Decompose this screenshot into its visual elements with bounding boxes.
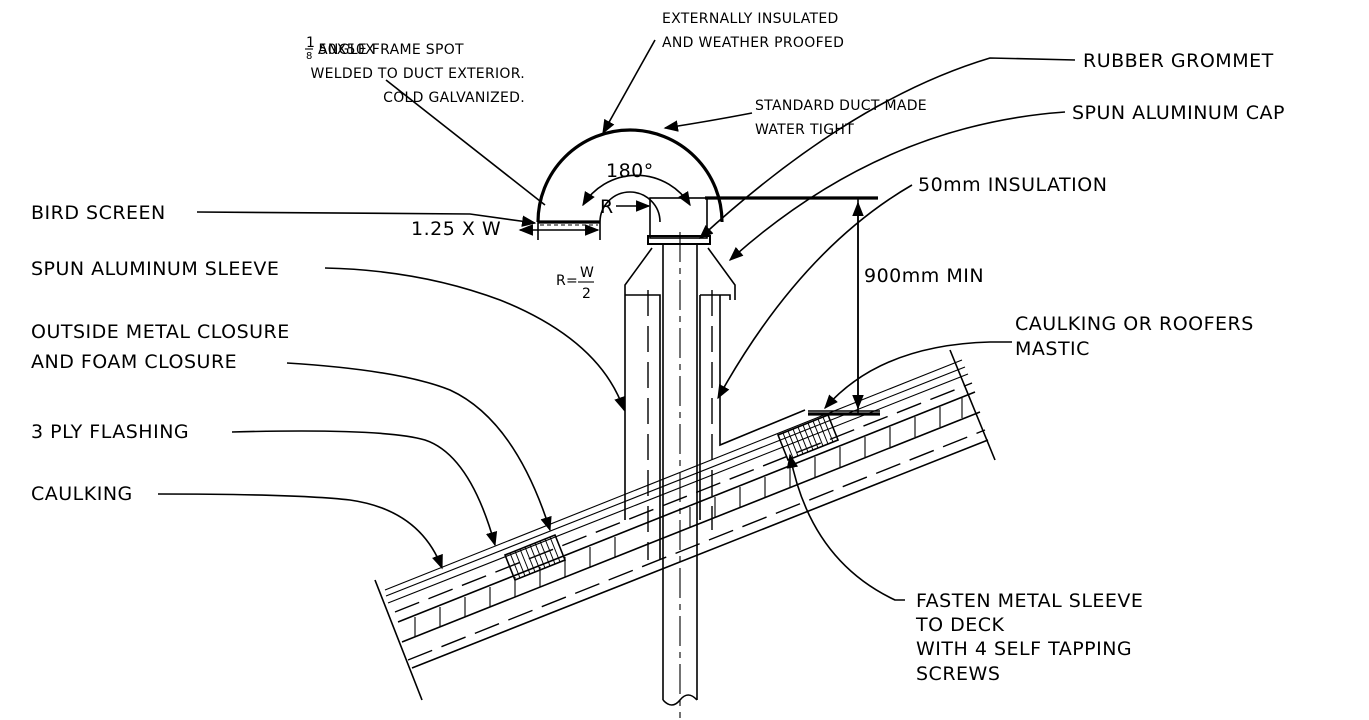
angle-arc <box>582 174 691 207</box>
radius-formula-denominator: 2 <box>582 286 591 302</box>
min-height-dimension: 900mm MIN <box>864 265 984 287</box>
leader-standard-duct <box>663 112 753 132</box>
foam-closure-left <box>503 533 567 582</box>
leader-externally-insulated <box>602 39 656 135</box>
label-fasten-sleeve-line3: WITH 4 SELF TAPPING <box>916 638 1132 660</box>
leader-lines <box>157 39 1076 601</box>
radius-formula: R= <box>556 273 578 289</box>
label-insulation: 50mm INSULATION <box>918 174 1107 196</box>
roof-assembly <box>374 349 996 701</box>
gooseneck-outer <box>536 128 724 223</box>
leader-angle-frame <box>385 79 546 206</box>
leader-flashing <box>231 430 498 547</box>
label-angle-frame-line1: 50X50X <box>318 42 375 58</box>
sleeve-right-wall <box>719 295 806 447</box>
duct-assembly <box>536 128 880 718</box>
label-angle-frame-line2: WELDED TO DUCT EXTERIOR. <box>310 66 525 82</box>
leader-caulking-mastic <box>824 341 1012 410</box>
label-spun-aluminum-sleeve: SPUN ALUMINUM SLEEVE <box>31 258 279 280</box>
dimensions: 180° R 1.25 X W R= W 2 900mm MIN <box>411 160 984 414</box>
label-externally-insulated-line1: EXTERNALLY INSULATED <box>662 11 839 27</box>
label-angle-frame-line1b: ANGLE FRAME SPOT <box>318 42 464 58</box>
label-angle-frame-fraction-num: 1 <box>306 35 315 51</box>
label-flashing: 3 PLY FLASHING <box>31 421 189 443</box>
label-outside-closure-line2: AND FOAM CLOSURE <box>31 351 237 373</box>
label-fasten-sleeve-line2: TO DECK <box>915 614 1005 636</box>
overhang-dimension: 1.25 X W <box>411 218 501 240</box>
foam-closure-right <box>776 413 840 462</box>
label-outside-closure-line1: OUTSIDE METAL CLOSURE <box>31 321 290 343</box>
label-fasten-sleeve-line1: FASTEN METAL SLEEVE <box>916 590 1143 612</box>
leader-outside-closure <box>286 362 552 532</box>
label-angle-frame-fraction-den: 8 <box>306 51 313 62</box>
spun-aluminum-cap <box>649 197 708 239</box>
leader-insulation <box>717 184 913 400</box>
leader-caulking <box>157 493 443 570</box>
leader-bird-screen <box>196 211 537 227</box>
label-rubber-grommet: RUBBER GROMMET <box>1083 50 1274 72</box>
label-spun-aluminum-cap: SPUN ALUMINUM CAP <box>1072 102 1285 124</box>
label-caulking-mastic-line1: CAULKING OR ROOFERS <box>1015 313 1254 335</box>
sleeve-left-wall <box>624 247 653 520</box>
label-fasten-sleeve-line4: SCREWS <box>916 663 1000 685</box>
deck-ticks <box>414 398 963 637</box>
leader-fasten-sleeve <box>786 453 905 601</box>
leader-spun-aluminum-sleeve <box>324 267 626 412</box>
label-caulking: CAULKING <box>31 483 133 505</box>
label-bird-screen: BIRD SCREEN <box>31 202 166 224</box>
label-externally-insulated-line2: AND WEATHER PROOFED <box>662 35 844 51</box>
annotations: 50X50X 1 8 ANGLE FRAME SPOT WELDED TO DU… <box>31 11 1285 685</box>
leader-spun-aluminum-cap <box>728 111 1066 261</box>
label-caulking-mastic-line2: MASTIC <box>1015 338 1090 360</box>
angle-dimension: 180° <box>606 160 654 182</box>
sleeve-cone-right <box>707 247 736 300</box>
label-standard-duct-line2: WATER TIGHT <box>755 122 854 138</box>
label-standard-duct-line1: STANDARD DUCT MADE <box>755 98 927 114</box>
leader-rubber-grommet <box>698 57 1076 239</box>
label-angle-frame-line3: COLD GALVANIZED. <box>383 90 525 106</box>
radius-label: R <box>600 196 614 218</box>
rubber-grommet <box>647 235 711 245</box>
insulation-dashed-line <box>394 382 973 613</box>
radius-formula-numerator: W <box>580 265 594 281</box>
